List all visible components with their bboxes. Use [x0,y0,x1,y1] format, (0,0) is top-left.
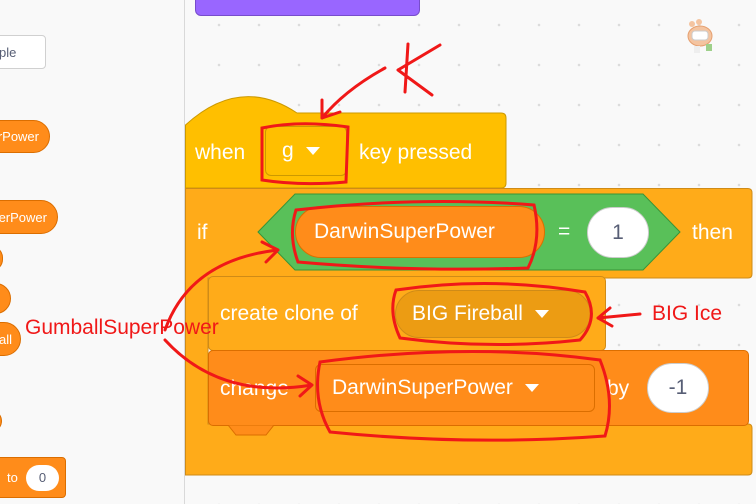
purple-block-bottom[interactable] [195,0,420,16]
change-label: change [220,377,289,400]
clone-target-dropdown[interactable]: BIG Fireball [395,290,591,338]
big-ice-note: BIG Ice [652,302,723,325]
to-label: to [7,470,18,485]
palette-block[interactable] [0,283,11,314]
dropdown-arrow-icon [534,310,549,318]
search-text: ple [0,45,17,60]
value-input[interactable]: 0 [26,465,59,491]
variable-name: DarwinSuperPower [314,220,495,243]
create-clone-label: create clone of [220,302,358,325]
gumball-note: GumballSuperPower [25,316,219,339]
key-pressed-label: key pressed [359,141,473,164]
dropdown-arrow-icon [524,384,539,392]
key-dropdown[interactable]: g [265,126,347,176]
key-value: g [282,139,294,162]
by-label: by [607,377,630,400]
change-value-input[interactable]: -1 [647,363,709,413]
palette-block[interactable] [0,410,2,432]
palette-block[interactable]: all [0,322,21,356]
palette-block[interactable] [0,246,3,271]
block-notch [228,425,275,436]
then-label: then [692,221,733,244]
equals-value-input[interactable]: 1 [587,207,649,258]
when-label: when [195,141,246,164]
equals-label: = [558,220,571,243]
change-variable-dropdown[interactable]: DarwinSuperPower [315,364,595,412]
palette-variable-block[interactable]: rPower [0,120,50,153]
when-key-pressed-block[interactable]: when g key pressed [185,85,507,189]
change-variable-value: DarwinSuperPower [332,376,513,399]
palette-search-input[interactable]: ple [0,35,46,69]
palette-set-variable-block[interactable]: to 0 [0,457,66,498]
clone-target-value: BIG Fireball [412,302,523,325]
if-label: if [197,221,208,244]
palette-variable-block[interactable]: erPower [0,200,58,234]
sprite-thumbnail [682,18,722,54]
block-palette: ple rPower erPower all to 0 [0,0,185,504]
dropdown-arrow-icon [305,147,320,155]
darwin-superpower-reporter[interactable]: DarwinSuperPower [295,206,545,258]
